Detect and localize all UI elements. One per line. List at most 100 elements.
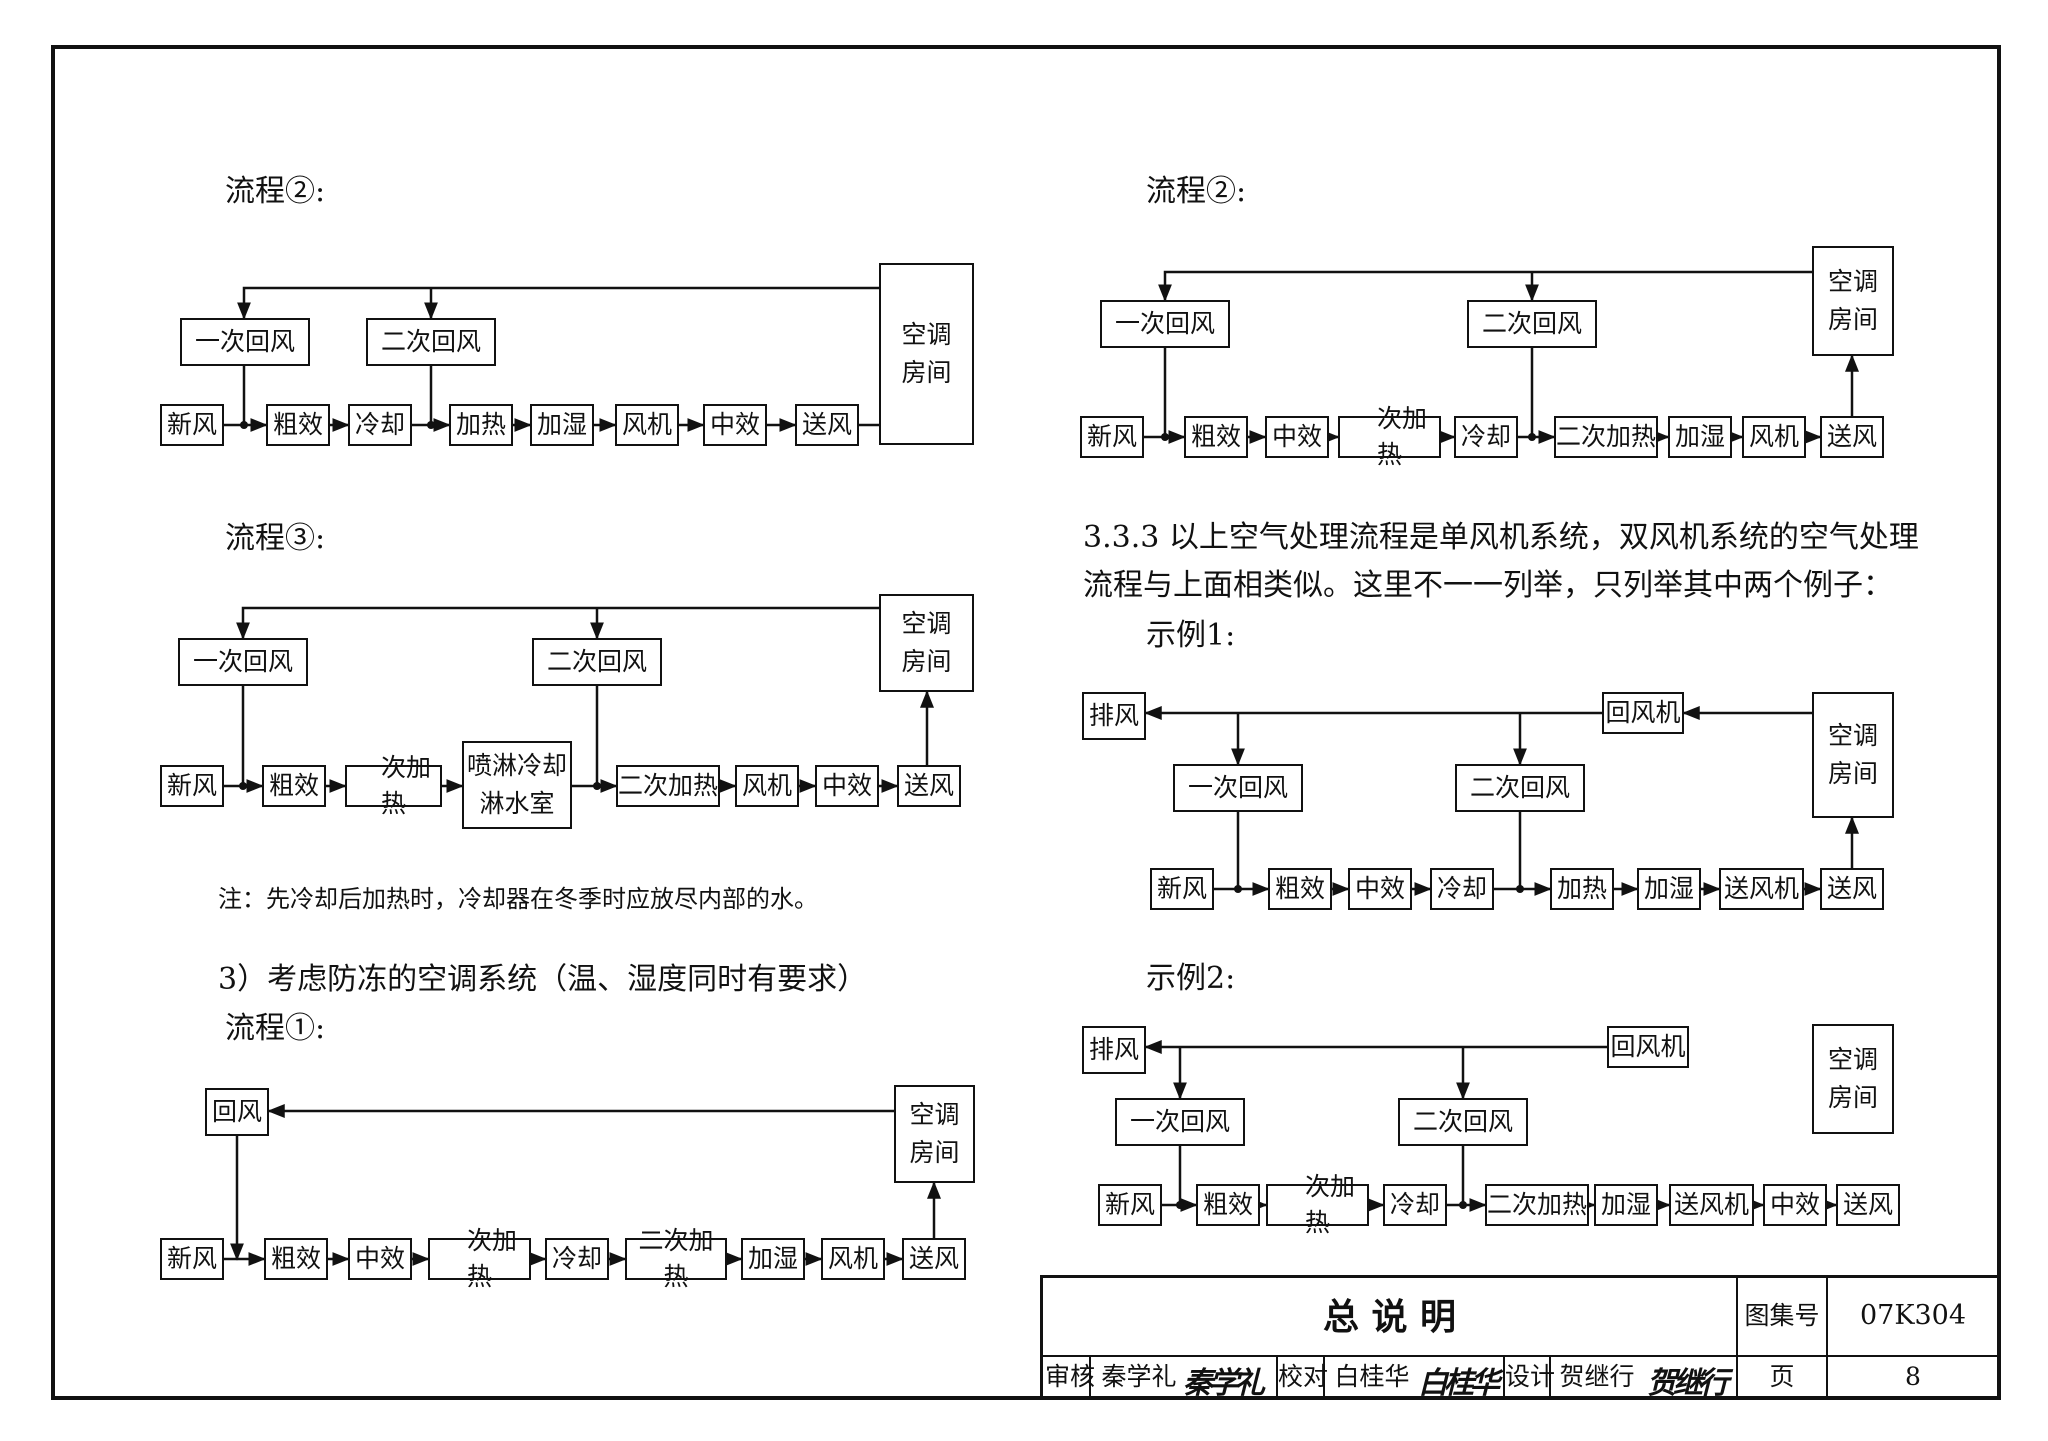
l1-secondary-heat-box: 二次加热 bbox=[625, 1226, 727, 1291]
review-signature: 秦学礼 bbox=[1183, 1366, 1265, 1401]
l3-coarse-box: 粗效 bbox=[262, 765, 326, 807]
e2-primary-return-box: 一次回风 bbox=[1115, 1098, 1245, 1146]
l1-coarse-box: 粗效 bbox=[264, 1238, 328, 1280]
check-signature: 白桂华 bbox=[1418, 1366, 1500, 1401]
l3-primary-return-box: 一次回风 bbox=[178, 638, 308, 686]
l2-heating-box: 加热 bbox=[449, 404, 513, 446]
review-name: 秦学礼 bbox=[1101, 1362, 1177, 1391]
design-name: 贺继行 bbox=[1559, 1362, 1635, 1391]
left-flow3-label: 流程③: bbox=[225, 521, 326, 556]
r2-medium-box: 中效 bbox=[1265, 416, 1329, 458]
l2-fan-box: 风机 bbox=[615, 404, 679, 446]
e2-primary-heat-box: 一次加热 bbox=[1266, 1172, 1369, 1237]
right-example1-label: 示例1: bbox=[1146, 618, 1236, 653]
e2-cooling-box: 冷却 bbox=[1383, 1184, 1447, 1226]
e1-exhaust-box: 排风 bbox=[1082, 692, 1146, 740]
e1-humidify-box: 加湿 bbox=[1637, 868, 1701, 910]
l1-medium-box: 中效 bbox=[348, 1238, 412, 1280]
l2-humidify-box: 加湿 bbox=[530, 404, 594, 446]
l2-room-box: 空调 房间 bbox=[879, 263, 974, 445]
left-flow2-label: 流程②: bbox=[225, 174, 326, 209]
connector-line bbox=[236, 606, 879, 640]
e2-supply-fan-box: 送风机 bbox=[1669, 1184, 1754, 1226]
review-label: 审核 bbox=[1045, 1362, 1096, 1391]
page-number: 8 bbox=[1905, 1362, 1921, 1391]
l2-medium-box: 中效 bbox=[703, 404, 767, 446]
r2-humidify-box: 加湿 bbox=[1668, 416, 1732, 458]
title-block: 总 说 明 图集号 07K304 审核 秦学礼 秦学礼 校对 白桂华 白桂华 设… bbox=[1040, 1275, 2001, 1401]
junction-dot bbox=[1528, 433, 1536, 441]
e2-return-fan-box: 回风机 bbox=[1607, 1026, 1689, 1068]
e1-secondary-return-box: 二次回风 bbox=[1455, 764, 1585, 812]
r2-coarse-box: 粗效 bbox=[1184, 416, 1248, 458]
left-section3-title: 3）考虑防冻的空调系统（温、湿度同时有要求） bbox=[218, 962, 868, 997]
drawing-title: 总 说 明 bbox=[1322, 1297, 1457, 1338]
e2-humidify-box: 加湿 bbox=[1594, 1184, 1658, 1226]
left-flow1-label: 流程①: bbox=[225, 1011, 326, 1046]
r2-primary-return-box: 一次回风 bbox=[1100, 300, 1230, 348]
e1-fresh-box: 新风 bbox=[1150, 868, 1214, 910]
l1-primary-heat-box: 一次加热 bbox=[428, 1226, 531, 1291]
e1-cooling-box: 冷却 bbox=[1430, 868, 1494, 910]
e2-coarse-box: 粗效 bbox=[1196, 1184, 1260, 1226]
l2-secondary-return-box: 二次回风 bbox=[366, 318, 496, 366]
l2-coarse-box: 粗效 bbox=[266, 404, 330, 446]
junction-dot bbox=[1234, 885, 1242, 893]
e1-heating-box: 加热 bbox=[1550, 868, 1614, 910]
r2-secondary-heat-box: 二次加热 bbox=[1554, 416, 1658, 458]
l3-spray-box: 喷淋冷却 淋水室 bbox=[462, 741, 572, 829]
junction-dot bbox=[240, 421, 248, 429]
e2-secondary-heat-box: 二次加热 bbox=[1485, 1184, 1589, 1226]
r2-primary-heat-box: 一次加热 bbox=[1338, 404, 1441, 469]
l3-secondary-return-box: 二次回风 bbox=[532, 638, 662, 686]
l3-fan-box: 风机 bbox=[735, 765, 799, 807]
r2-cooling-box: 冷却 bbox=[1454, 416, 1518, 458]
e1-medium-box: 中效 bbox=[1348, 868, 1412, 910]
right-flow2-label: 流程②: bbox=[1146, 174, 1247, 209]
atlas-number: 07K304 bbox=[1859, 1300, 1967, 1331]
r2-secondary-return-box: 二次回风 bbox=[1467, 300, 1597, 348]
l2-cooling-box: 冷却 bbox=[348, 404, 412, 446]
e2-exhaust-box: 排风 bbox=[1082, 1026, 1146, 1074]
e1-primary-return-box: 一次回风 bbox=[1173, 764, 1303, 812]
junction-dot bbox=[593, 782, 601, 790]
e2-fresh-box: 新风 bbox=[1098, 1184, 1162, 1226]
l2-supply-box: 送风 bbox=[795, 404, 859, 446]
r2-supply-box: 送风 bbox=[1820, 416, 1884, 458]
l1-supply-box: 送风 bbox=[902, 1238, 966, 1280]
e2-room-box: 空调 房间 bbox=[1812, 1024, 1894, 1134]
l3-room-box: 空调 房间 bbox=[879, 594, 974, 692]
e1-supply-box: 送风 bbox=[1820, 868, 1884, 910]
l1-fresh-box: 新风 bbox=[160, 1238, 224, 1280]
right-para-line1: 3.3.3 以上空气处理流程是单风机系统，双风机系统的空气处理 bbox=[1083, 520, 1919, 555]
l3-primary-heat-box: 一次加热 bbox=[345, 753, 442, 818]
right-example2-label: 示例2: bbox=[1146, 961, 1236, 996]
e1-return-fan-box: 回风机 bbox=[1602, 692, 1684, 734]
junction-dot bbox=[1176, 1201, 1184, 1209]
junction-dot bbox=[1459, 1201, 1467, 1209]
drawing-frame bbox=[51, 45, 2001, 1400]
e2-supply-box: 送风 bbox=[1836, 1184, 1900, 1226]
check-label: 校对 bbox=[1278, 1362, 1329, 1391]
check-name: 白桂华 bbox=[1334, 1362, 1410, 1391]
design-signature: 贺继行 bbox=[1647, 1366, 1729, 1401]
junction-dot bbox=[239, 782, 247, 790]
atlas-label: 图集号 bbox=[1744, 1301, 1820, 1330]
r2-fan-box: 风机 bbox=[1742, 416, 1806, 458]
r2-room-box: 空调 房间 bbox=[1812, 246, 1894, 356]
right-para-line2: 流程与上面相类似。这里不一一列举，只列举其中两个例子： bbox=[1083, 568, 1893, 603]
l1-cooling-box: 冷却 bbox=[545, 1238, 609, 1280]
junction-dot bbox=[427, 421, 435, 429]
e2-medium-box: 中效 bbox=[1763, 1184, 1827, 1226]
l1-humidify-box: 加湿 bbox=[741, 1238, 805, 1280]
junction-dot bbox=[1516, 885, 1524, 893]
l1-room-box: 空调 房间 bbox=[894, 1085, 975, 1183]
connector-line bbox=[237, 286, 879, 320]
left-note: 注：先冷却后加热时，冷却器在冬季时应放尽内部的水。 bbox=[218, 885, 818, 913]
design-label: 设计 bbox=[1505, 1362, 1556, 1391]
l2-fresh-box: 新风 bbox=[160, 404, 224, 446]
l3-secondary-heat-box: 二次加热 bbox=[616, 765, 720, 807]
e1-supply-fan-box: 送风机 bbox=[1719, 868, 1804, 910]
l3-supply-box: 送风 bbox=[897, 765, 961, 807]
